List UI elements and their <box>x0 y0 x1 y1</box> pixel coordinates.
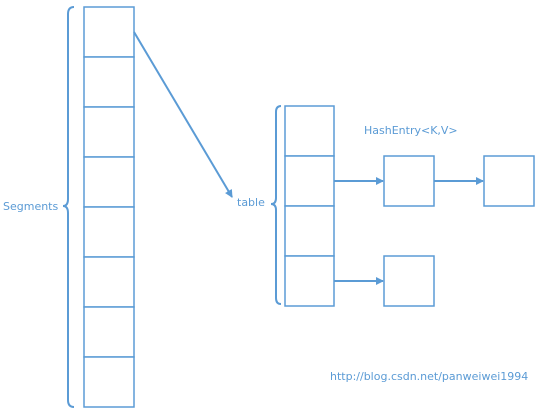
table-bucket-cell <box>284 155 335 207</box>
segments-array <box>83 6 135 408</box>
table-label: table <box>237 196 265 209</box>
segment-to-table-arrow <box>133 31 233 198</box>
segments-brace <box>62 6 75 408</box>
segment-cell <box>83 6 135 58</box>
segment-cell <box>83 206 135 258</box>
source-url-label: http://blog.csdn.net/panweiwei1994 <box>330 370 529 383</box>
table-array <box>284 105 335 307</box>
segment-cell <box>83 56 135 108</box>
hash-entry-node <box>383 155 435 207</box>
table-brace <box>270 105 282 305</box>
segment-cell <box>83 256 135 308</box>
hash-entry-node <box>383 255 435 307</box>
segment-cell <box>83 356 135 408</box>
table-bucket-cell <box>284 105 335 157</box>
segment-cell <box>83 156 135 208</box>
table-bucket-cell <box>284 205 335 257</box>
hash-entry-node <box>483 155 535 207</box>
segments-label: Segments <box>3 200 59 213</box>
hash-entry-label: HashEntry<K,V> <box>364 124 458 137</box>
segment-cell <box>83 106 135 158</box>
table-bucket-cell <box>284 255 335 307</box>
segment-cell <box>83 306 135 358</box>
